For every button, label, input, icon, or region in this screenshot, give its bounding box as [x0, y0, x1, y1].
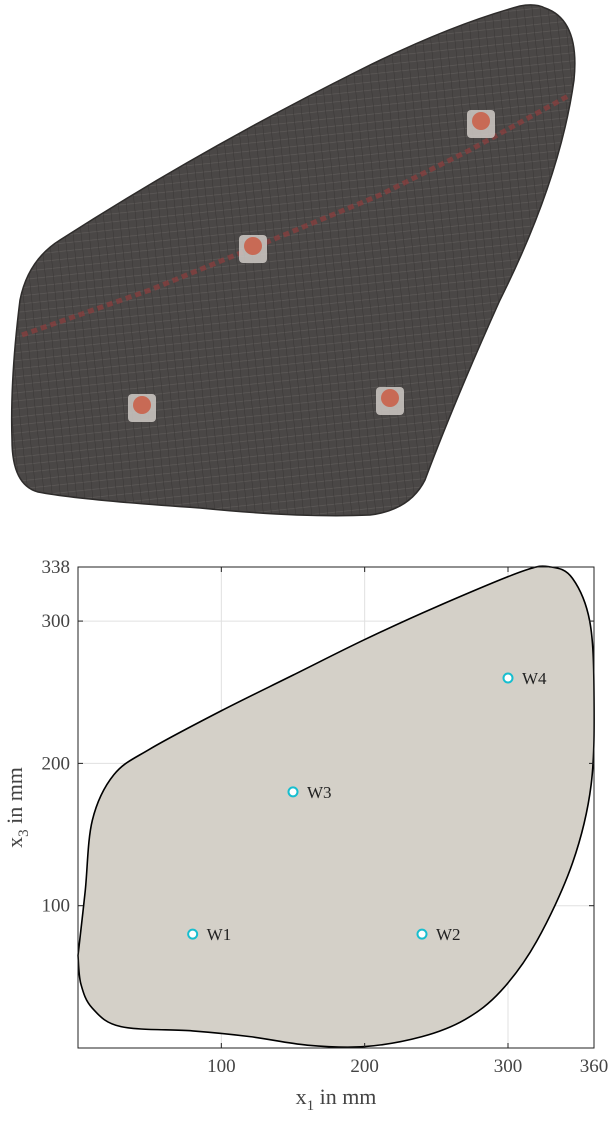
- sensor-w4: [467, 110, 495, 138]
- point-label: W4: [522, 669, 547, 688]
- point-marker: [416, 928, 428, 940]
- point-w2: W2: [416, 925, 461, 944]
- y-axis-label: x3 in mm: [2, 767, 32, 848]
- sensor-w3: [239, 235, 267, 263]
- axes-box: [77, 566, 595, 1049]
- x-axis-label: x1 in mm: [296, 1084, 377, 1114]
- x-tick-label: 100: [207, 1056, 236, 1077]
- point-marker: [287, 786, 299, 798]
- specimen-outline: [77, 565, 595, 1048]
- y-tick-label: 300: [42, 611, 71, 632]
- point-label: W3: [307, 783, 332, 802]
- geometry-plot: W1 W2 W3 W4 100 200 300 360 100 200 300 338 x1 in…: [2, 557, 608, 1114]
- point-label: W1: [207, 925, 232, 944]
- sensor-w1: [128, 394, 156, 422]
- red-seam-line: [21, 92, 572, 338]
- y-tick-label: 100: [42, 896, 71, 917]
- x-ticks: 100 200 300 360: [207, 567, 608, 1077]
- specimen-photo: [10, 4, 576, 517]
- y-ticks: 100 200 300 338: [42, 557, 594, 917]
- point-marker: [502, 672, 514, 684]
- sensor-w2: [376, 387, 404, 415]
- point-w3: W3: [287, 783, 332, 802]
- point-label: W2: [436, 925, 461, 944]
- x-tick-label: 300: [494, 1056, 523, 1077]
- y-tick-label: 338: [42, 557, 71, 578]
- x-tick-label: 360: [580, 1056, 609, 1077]
- point-marker: [187, 928, 199, 940]
- x-tick-label: 200: [350, 1056, 379, 1077]
- carbon-panel: [10, 4, 576, 517]
- point-w4: W4: [502, 669, 547, 688]
- point-w1: W1: [187, 925, 232, 944]
- sensor-points: W1 W2 W3 W4: [187, 669, 547, 944]
- y-tick-label: 200: [42, 753, 71, 774]
